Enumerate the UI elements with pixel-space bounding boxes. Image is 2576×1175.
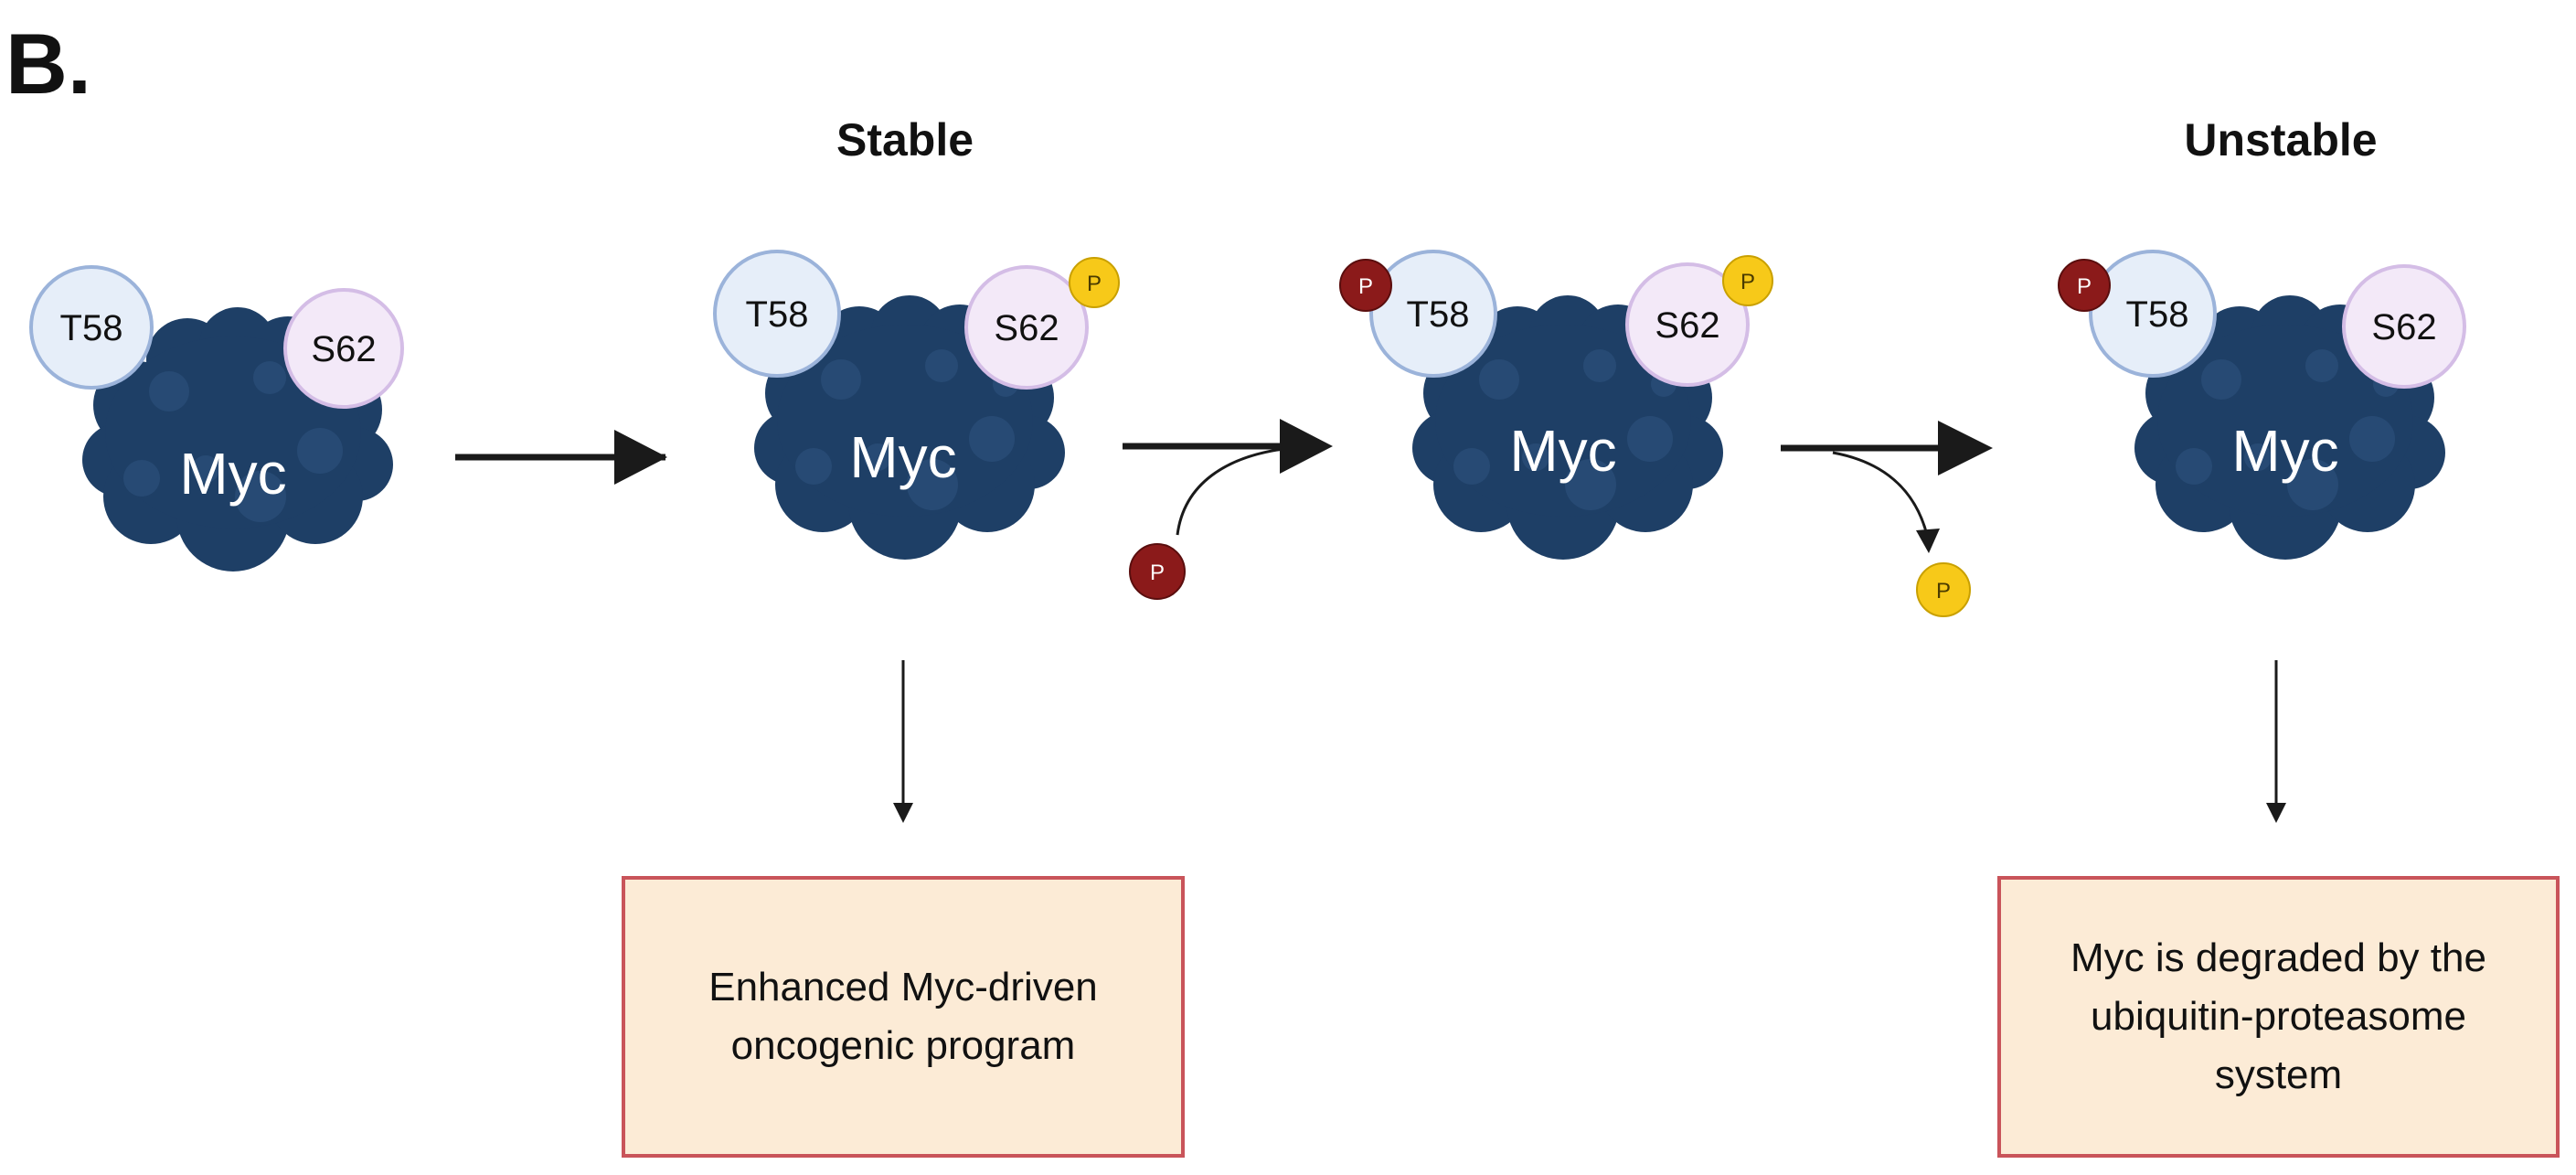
arrowhead xyxy=(1280,419,1333,474)
myc-state-unphosphorylated: Myc T58 S62 xyxy=(29,265,404,571)
outcome-text-stable: Enhanced Myc-driven oncogenic program xyxy=(708,965,1098,1068)
outcome-box-stable: Enhanced Myc-driven oncogenic program xyxy=(622,876,1185,1158)
phosphate-s62 xyxy=(1069,257,1120,308)
arrowhead xyxy=(2266,803,2286,823)
t58-site xyxy=(713,250,841,378)
myc-label: Myc xyxy=(849,424,956,490)
phosphate-outgoing-arrow xyxy=(1832,451,1929,536)
phosphate-incoming-arrow xyxy=(1176,446,1292,536)
phosphate-label: P xyxy=(1740,270,1755,294)
t58-site xyxy=(2089,250,2217,378)
outcome-text-unstable: Myc is degraded by the ubiquitin-proteas… xyxy=(2070,935,2486,1097)
myc-state-s62-phosphorylated: Myc T58 S62 P xyxy=(713,250,1120,560)
s62-site xyxy=(1625,262,1750,387)
phosphate-t58 xyxy=(2058,259,2111,312)
arrowhead xyxy=(614,430,667,485)
phosphate-label: P xyxy=(1150,561,1165,585)
arrowhead xyxy=(893,803,913,823)
phosphate-outgoing xyxy=(1916,562,1971,617)
myc-state-t58-phosphorylated: Myc T58 S62 P xyxy=(2058,250,2466,560)
phosphate-t58 xyxy=(1339,259,1392,312)
phosphate-label: P xyxy=(1358,274,1373,299)
s62-label: S62 xyxy=(311,329,376,369)
phosphate-s62 xyxy=(1722,255,1773,306)
outcome-box-unstable: Myc is degraded by the ubiquitin-proteas… xyxy=(1997,876,2560,1158)
stable-title: Stable xyxy=(836,114,974,166)
phosphate-label: P xyxy=(1087,272,1102,296)
s62-label: S62 xyxy=(2371,307,2436,347)
s62-site xyxy=(283,288,404,409)
myc-label: Myc xyxy=(1509,418,1616,484)
myc-label: Myc xyxy=(179,441,286,507)
phosphate-incoming xyxy=(1129,543,1186,600)
arrowhead xyxy=(1938,421,1993,475)
s62-label: S62 xyxy=(1655,305,1719,346)
panel-label: B. xyxy=(5,16,91,112)
myc-label: Myc xyxy=(2231,418,2338,484)
myc-state-t58-s62-phosphorylated: Myc T58 S62 P P xyxy=(1339,250,1773,560)
t58-label: T58 xyxy=(2126,294,2189,335)
t58-label: T58 xyxy=(1407,294,1470,335)
phosphate-label: P xyxy=(2077,274,2092,299)
arrowhead xyxy=(1916,529,1940,553)
phosphate-label: P xyxy=(1936,579,1951,604)
t58-site xyxy=(1369,250,1497,378)
t58-label: T58 xyxy=(746,294,809,335)
unstable-title: Unstable xyxy=(2184,114,2377,166)
s62-label: S62 xyxy=(994,308,1059,348)
t58-label: T58 xyxy=(60,308,123,348)
s62-site xyxy=(964,265,1089,390)
t58-site xyxy=(29,265,154,390)
s62-site xyxy=(2342,264,2466,389)
